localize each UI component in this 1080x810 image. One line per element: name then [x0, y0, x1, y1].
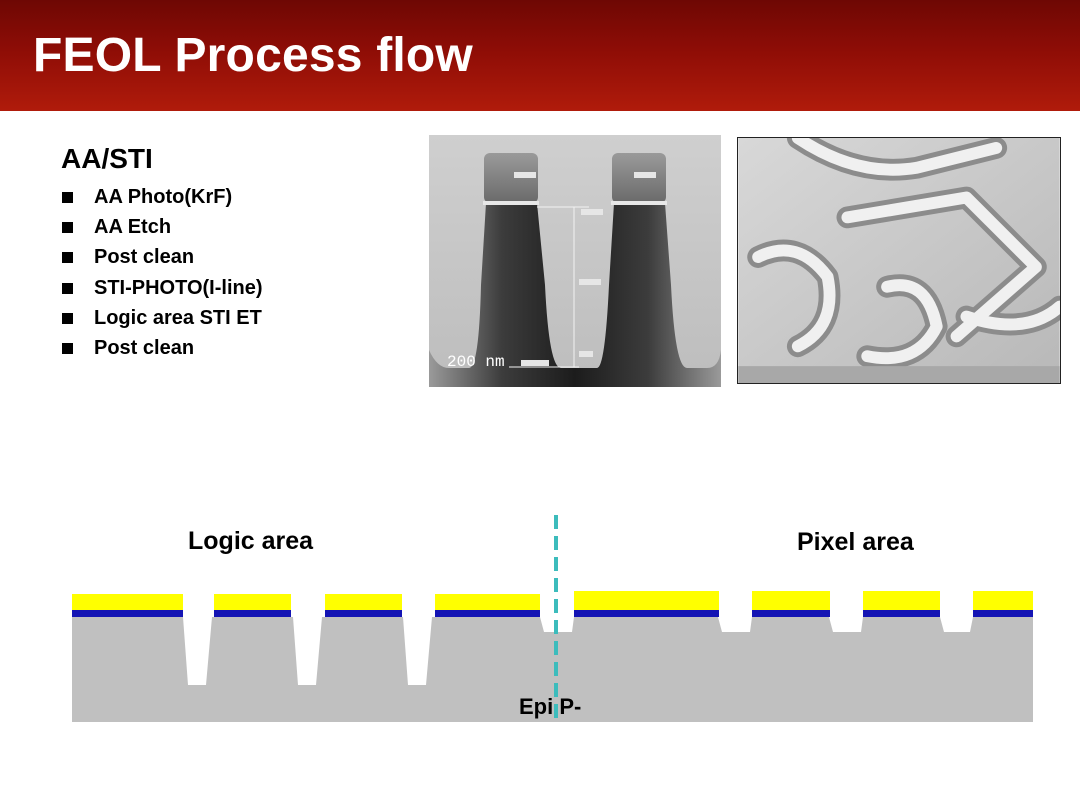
process-step-list: AA Photo(KrF) AA Etch Post clean STI-PHO… — [62, 182, 263, 364]
bullet-square-icon — [62, 343, 73, 355]
sem-cross-section-image: 200 nm — [429, 135, 721, 387]
step-label: Post clean — [94, 246, 195, 269]
pixel-area-label: Pixel area — [797, 528, 914, 556]
list-item: AA Etch — [62, 212, 263, 242]
list-item: Logic area STI ET — [62, 303, 263, 333]
step-label: STI-PHOTO(I-line) — [94, 276, 263, 299]
bullet-square-icon — [62, 221, 73, 233]
substrate-label: Epi P- — [519, 694, 582, 719]
step-label: Post clean — [94, 337, 195, 360]
step-label: Logic area STI ET — [94, 306, 262, 329]
list-item: Post clean — [62, 243, 263, 273]
logic-film-stacks — [72, 594, 540, 617]
bullet-square-icon — [62, 282, 73, 294]
list-item: STI-PHOTO(I-line) — [62, 273, 263, 303]
list-item: AA Photo(KrF) — [62, 182, 263, 212]
logic-area-label: Logic area — [188, 527, 314, 555]
bullet-square-icon — [62, 252, 73, 264]
sem-tilted-view-image — [737, 137, 1061, 384]
scale-bar-label: 200 nm — [447, 353, 505, 371]
bullet-square-icon — [62, 191, 73, 203]
substrate — [72, 617, 1033, 722]
bullet-square-icon — [62, 312, 73, 324]
title-bar: FEOL Process flow — [0, 0, 1080, 111]
pixel-film-stacks — [574, 591, 1033, 617]
section-heading: AA/STI — [61, 143, 153, 174]
step-label: AA Etch — [94, 215, 172, 238]
step-label: AA Photo(KrF) — [94, 185, 233, 208]
list-item: Post clean — [62, 333, 263, 363]
slide-title: FEOL Process flow — [33, 29, 473, 82]
